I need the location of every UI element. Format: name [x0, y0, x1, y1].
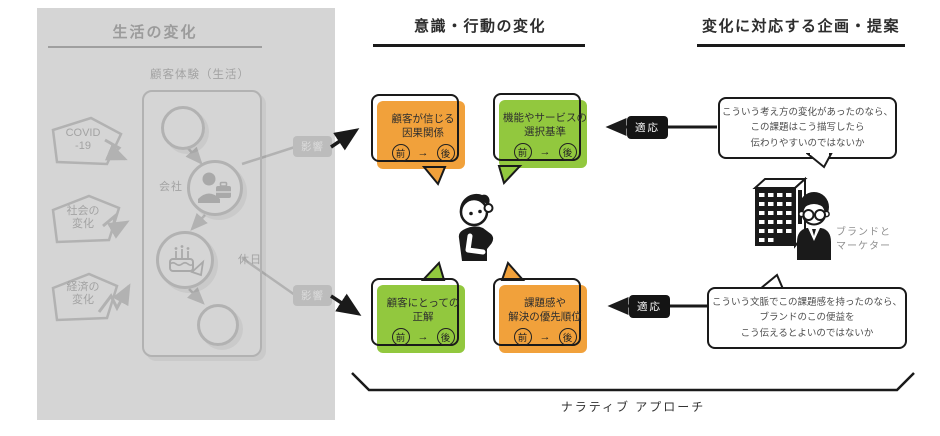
customer-experience-label: 顧客体験（生活）: [150, 69, 250, 81]
adapt-badge-bottom: 適応: [629, 295, 670, 318]
customer-icon: [458, 193, 494, 261]
arrow-glyph: →: [539, 331, 551, 344]
idea-text: こう伝えるとよいのではないか: [740, 327, 874, 339]
before-circle: 前: [391, 328, 410, 347]
flow-arrow-2: [190, 212, 208, 231]
bubble-outline: [493, 278, 581, 346]
before-circle: 前: [513, 328, 532, 347]
bubble-tail-up: [500, 261, 526, 281]
narrative-approach-label: ナラティブ アプローチ: [560, 400, 706, 414]
awareness-change-title: 意識・行動の変化: [413, 18, 546, 35]
influence-badge-top: 影響: [293, 136, 332, 157]
flow-arrow-1: [185, 146, 203, 165]
birthday-cake-icon: [169, 245, 205, 277]
bubble-correct-answer: 顧客にとっての 正解 前 → 後: [371, 261, 465, 353]
after-circle: 後: [558, 143, 577, 162]
bubble-outline: [493, 93, 581, 161]
idea-bubble-bottom: こういう文脈でこの課題感を持ったのなら、 ブランドのこの便益を こう伝えるとよい…: [707, 287, 907, 349]
before-after-row: 前 → 後: [391, 144, 455, 163]
bubble-outline: [371, 278, 459, 346]
panel-title-underline: [48, 46, 262, 48]
before-circle: 前: [513, 143, 532, 162]
bubble-believed-causality: 顧客が信じる 因果関係 前 → 後: [371, 94, 465, 186]
after-circle: 後: [436, 144, 455, 163]
idea-text: こういう考え方の変化があったのなら、: [721, 107, 893, 119]
arrow-glyph: →: [417, 147, 429, 160]
social-change-label: 社会の変化: [66, 205, 100, 231]
flow-arrow-3: [187, 287, 205, 305]
before-after-row: 前 → 後: [513, 143, 577, 162]
building-windows: [759, 193, 792, 242]
proposal-title-underline: [697, 44, 905, 47]
before-after-row: 前 → 後: [513, 328, 577, 347]
building-icon: [752, 176, 808, 249]
idea-bubble-top: こういう考え方の変化があったのなら、 この課題はこう描写したら 伝わりやすいので…: [718, 97, 897, 159]
economic-change-label: 経済の変化: [66, 281, 100, 307]
after-circle: 後: [558, 328, 577, 347]
bubble-text: 顧客にとっての: [386, 296, 460, 309]
narrative-brace: [351, 372, 915, 392]
flow-circle-start: [161, 106, 205, 150]
holiday-label: 休日: [238, 254, 262, 266]
idea-bubble-top-tail: [806, 153, 833, 169]
before-circle: 前: [391, 144, 410, 163]
holiday-circle: [156, 231, 214, 289]
bubble-tail-up: [420, 261, 446, 281]
bubble-issue-priority: 課題感や 解決の優先順位 前 → 後: [493, 261, 587, 353]
panel-title: 生活の変化: [112, 24, 198, 41]
brand-marketer-label: ブランドと マーケター: [836, 227, 891, 252]
life-change-panel: 生活の変化 顧客体験（生活）: [37, 8, 335, 420]
influence-connector-bottom: [241, 256, 296, 297]
arrow-glyph: →: [539, 146, 551, 159]
idea-text: 伝わりやすいのではないか: [750, 137, 865, 149]
bubble-selection-criteria: 機能やサービスの 選択基準 前 → 後: [493, 93, 587, 185]
company-label: 会社: [159, 181, 183, 193]
brand-marketer-icon: [752, 176, 831, 260]
bubble-text: 選択基準: [524, 126, 566, 138]
company-worker-icon: [198, 172, 231, 203]
social-change-arrow-shape: [51, 194, 130, 244]
idea-text: この課題はこう描写したら: [750, 122, 865, 134]
arrow-glyph: →: [417, 331, 429, 344]
bubble-text: 解決の優先順位: [508, 311, 582, 323]
bubble-text: 機能やサービスの: [503, 111, 587, 124]
idea-text: こういう文脈でこの課題感を持ったのなら、: [711, 297, 902, 309]
experience-flow-box: [142, 90, 262, 357]
bubble-text: 顧客が信じる: [391, 112, 455, 125]
adapt-badge-top: 適応: [627, 116, 668, 139]
bubble-text: 課題感や: [524, 296, 566, 309]
flow-circle-end: [197, 304, 239, 346]
covid-arrow-shape: [51, 116, 128, 166]
after-circle: 後: [436, 328, 455, 347]
idea-text: ブランドのこの便益を: [759, 312, 855, 324]
influence-connector-top: [241, 145, 296, 166]
company-circle: [187, 160, 243, 216]
economic-change-arrow-shape: [51, 272, 131, 322]
influence-badge-bottom: 影響: [293, 285, 332, 306]
proposal-title: 変化に対応する企画・提案: [701, 18, 900, 35]
before-after-row: 前 → 後: [391, 328, 455, 347]
bubble-outline: [371, 94, 459, 162]
bubble-text: 正解: [412, 311, 434, 323]
covid-factor-label: COVID-19: [65, 127, 101, 153]
marketer-icon: [797, 192, 831, 260]
bubble-text: 因果関係: [402, 127, 444, 139]
bubble-tail-down: [497, 165, 523, 185]
panel-linework: [51, 116, 296, 322]
awareness-title-underline: [373, 44, 585, 47]
bubble-tail-down: [421, 166, 447, 186]
